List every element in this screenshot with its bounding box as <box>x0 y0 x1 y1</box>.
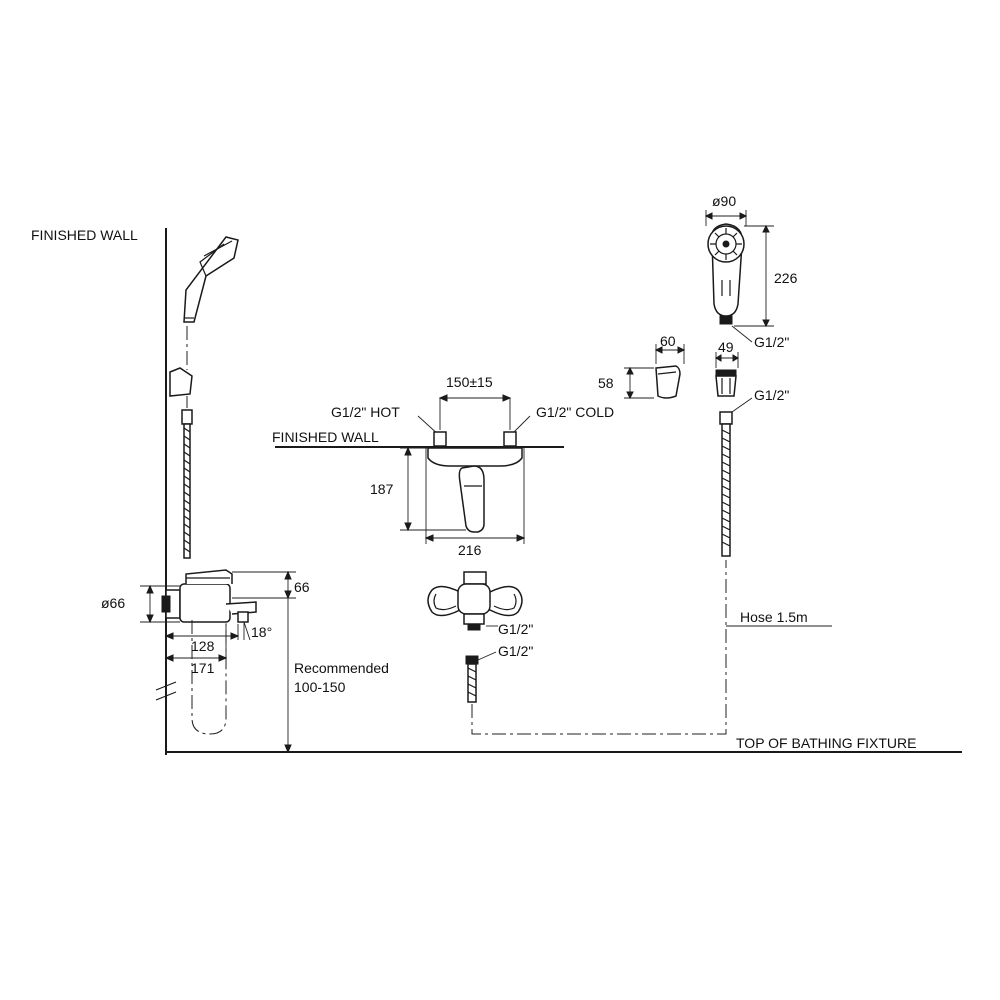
hose-front-icon <box>719 411 733 557</box>
g-hot-label: G1/2" HOT <box>331 404 400 420</box>
dim-inlet-spacing-label: 150±15 <box>446 374 493 390</box>
dim-recommended: Recommended 100-150 <box>284 598 389 754</box>
dim-body-width-label: 216 <box>458 542 482 558</box>
dim-head-length-label: 226 <box>774 270 798 286</box>
dim-angle-label: 18° <box>251 624 272 640</box>
wall-holder-side-icon <box>169 367 193 397</box>
g-handshower-label: G1/2" <box>754 334 789 350</box>
recommended-label-line2: 100-150 <box>294 679 346 695</box>
g-hose-end-label: G1/2" <box>498 643 533 659</box>
mixer-side-icon <box>161 569 257 623</box>
hand-shower-side-icon <box>183 236 239 323</box>
g-holder-label: G1/2" <box>754 387 789 403</box>
finished-wall-label-left: FINISHED WALL <box>31 227 138 243</box>
dim-body-height-label: 187 <box>370 481 394 497</box>
dim-holder-height-label: 58 <box>598 375 614 391</box>
mixer-top-icon <box>427 571 523 631</box>
dim-inlet-spacing: 150±15 <box>438 374 512 430</box>
dim-spout-diameter: ø66 <box>101 584 180 624</box>
dim-spout-depths: 128 171 <box>164 624 240 676</box>
wall-holder-detail: 60 58 <box>598 333 686 400</box>
side-view: FINISHED WALL <box>31 227 962 755</box>
wall-holder-front-icon <box>655 365 681 399</box>
dim-angle: 18° <box>243 621 272 641</box>
front-view: FINISHED WALL 150±15 G1/2" HOT G1/2" COL… <box>272 374 727 735</box>
recommended-label-line1: Recommended <box>294 660 389 676</box>
dim-head-diameter-label: ø90 <box>712 193 736 209</box>
dim-body-height: 187 <box>370 446 466 532</box>
hose-length-label: Hose 1.5m <box>740 609 808 625</box>
finished-wall-label-center: FINISHED WALL <box>272 429 379 445</box>
mixer-front-icon <box>427 447 523 533</box>
hose-connector-icon <box>715 369 737 397</box>
dim-spout-height-label: 66 <box>294 579 310 595</box>
dim-128-label: 128 <box>191 638 215 654</box>
g-mixer-outlet-label: G1/2" <box>498 621 533 637</box>
hose-end-icon <box>465 655 479 703</box>
dim-171-label: 171 <box>191 660 215 676</box>
dim-connector-width-label: 49 <box>718 339 734 355</box>
dim-spout-height: 66 <box>232 570 310 600</box>
dim-spout-diameter-label: ø66 <box>101 595 125 611</box>
hose-side-icon <box>181 409 193 559</box>
hand-shower-front-icon <box>707 223 745 325</box>
dim-holder-width-label: 60 <box>660 333 676 349</box>
hose-connection-path <box>471 560 727 735</box>
dim-body-width: 216 <box>424 448 526 558</box>
bath-outline <box>191 620 227 735</box>
hand-shower-detail: ø90 226 G1/2" 49 G1/2" <box>704 193 832 627</box>
g-cold-label: G1/2" COLD <box>536 404 614 420</box>
top-of-bathing-fixture-label: TOP OF BATHING FIXTURE <box>736 735 916 751</box>
